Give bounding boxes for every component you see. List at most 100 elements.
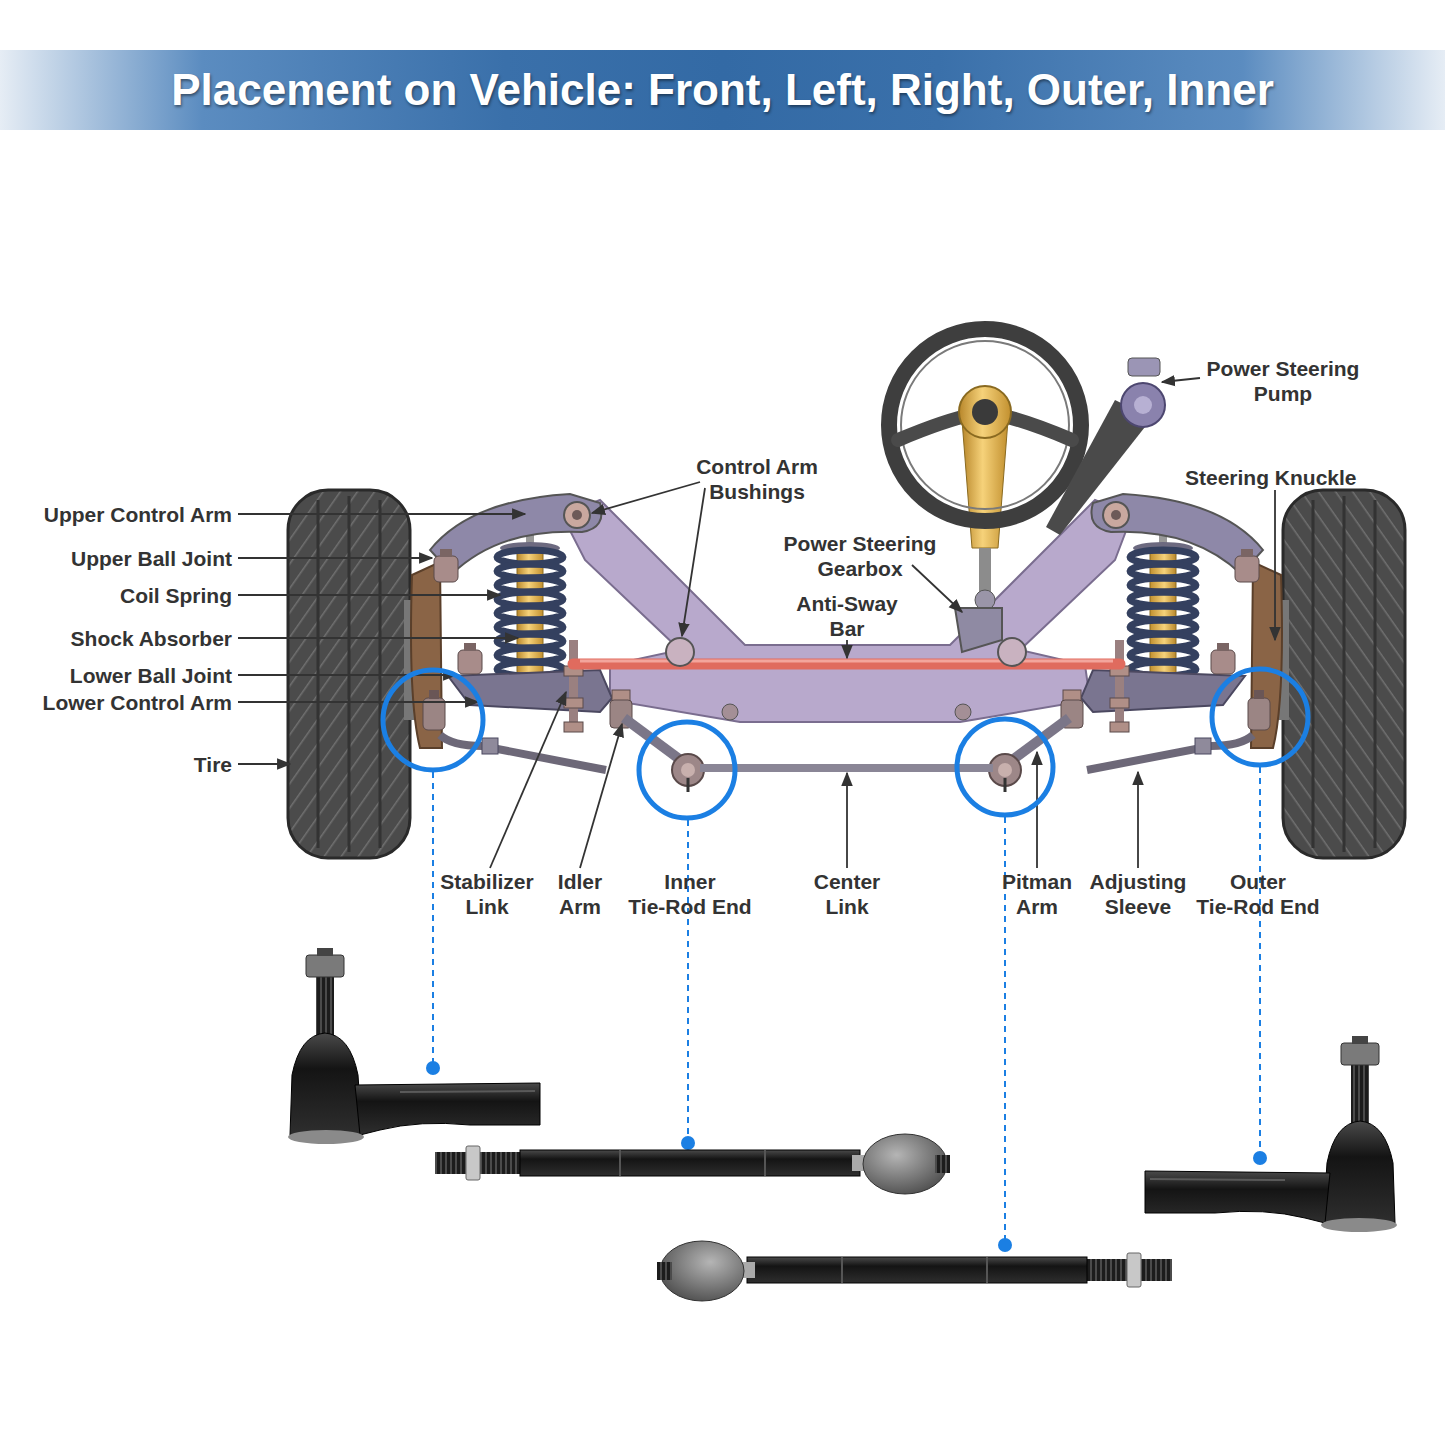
title-band: Placement on Vehicle: Front, Left, Right… [0, 50, 1445, 130]
steering-wheel [889, 329, 1081, 521]
part-label: Adjusting Sleeve [1090, 869, 1187, 919]
part-label: Outer Tie-Rod End [1196, 869, 1319, 919]
power-steering-gearbox [955, 608, 1002, 652]
leader-line [1274, 490, 1276, 640]
outer-tie-rod-end-part [288, 1130, 364, 1144]
leader-line [580, 724, 622, 868]
part-label: Power Steering Pump [1207, 356, 1360, 406]
suspension-side [288, 490, 704, 858]
leader-line [238, 763, 290, 765]
outer-tie-rod-end-part [400, 1091, 535, 1092]
pointer-dot [426, 1061, 440, 1075]
outer-tie-rod-end-part [317, 948, 333, 956]
inner-tie-rod-part [764, 1150, 766, 1176]
part-label: Tire [194, 752, 232, 777]
inner-tie-rod-joint [687, 778, 690, 792]
stabilizer-link [564, 698, 583, 708]
outer-tie-rod-end-part [1145, 1036, 1397, 1232]
tire [288, 490, 410, 858]
anti-sway-bar [573, 661, 1120, 664]
inner-tie-rod-joint [672, 754, 704, 792]
highlight-circle [1212, 669, 1308, 765]
leader-line [490, 692, 566, 868]
upper-ball-joint [440, 549, 452, 557]
upper-ball-joint [434, 556, 458, 582]
leader-line [1137, 772, 1139, 868]
part-label: Coil Spring [120, 583, 232, 608]
outer-tie-rod-end-joint [429, 690, 439, 699]
part-label: Shock Absorber [71, 626, 232, 651]
title-text: Placement on Vehicle: Front, Left, Right… [171, 65, 1274, 115]
adjusting-sleeve [482, 738, 498, 754]
pointer-dot [1253, 1151, 1267, 1165]
anti-sway-bar [573, 659, 1120, 670]
power-steering-pump [1134, 396, 1152, 414]
dashed-pointer [433, 767, 1260, 1245]
dashed-pointer [1259, 767, 1261, 1158]
control-arm-bushing [564, 502, 590, 528]
leader-line [238, 378, 1275, 868]
part-label: Pitman Arm [1002, 869, 1072, 919]
part-label: Lower Control Arm [43, 690, 232, 715]
suspension-side [989, 490, 1405, 858]
inner-tie-rod-part [863, 1134, 947, 1194]
frame-crossmember [562, 500, 1132, 722]
steering-wheel [959, 386, 1011, 438]
part-label: Idler Arm [558, 869, 602, 919]
leader-line [912, 565, 962, 612]
part-label: Control Arm Bushings [696, 454, 818, 504]
highlight-circle [957, 719, 1053, 815]
part-label: Lower Ball Joint [70, 663, 232, 688]
leader-line [238, 637, 518, 639]
frame-bushing [955, 704, 971, 720]
part-label: Upper Ball Joint [71, 546, 232, 571]
highlight-circle [383, 669, 1308, 818]
dashed-pointer [432, 772, 434, 1068]
part-label: Upper Control Arm [44, 502, 232, 527]
inner-tie-rod-part [619, 1150, 621, 1176]
part-label: Inner Tie-Rod End [628, 869, 751, 919]
lower-ball-joint [464, 643, 476, 651]
inner-tie-rod-part [435, 1134, 950, 1194]
control-arm-bushing [564, 502, 590, 528]
leader-line [846, 773, 848, 868]
frame-bushing [998, 638, 1026, 666]
dashed-pointer [687, 820, 689, 1143]
leader-line [1162, 378, 1200, 382]
stabilizer-link [564, 640, 583, 732]
tire [288, 490, 410, 858]
lower-ball-joint [458, 650, 482, 674]
frame-bushing [722, 704, 738, 720]
tie-rod [440, 735, 606, 770]
pointer-dot [681, 1136, 695, 1150]
part-label: Power Steering Gearbox [784, 531, 937, 581]
outer-tie-rod-end-part [306, 955, 344, 977]
upper-ball-joint [434, 549, 458, 582]
stabilizer-link [564, 722, 583, 732]
leader-line [682, 488, 705, 636]
part-label: Anti-Sway Bar [796, 591, 898, 641]
center-link [700, 764, 993, 772]
part-label: Stabilizer Link [440, 869, 533, 919]
inner-tie-rod-part [657, 1241, 1172, 1301]
leader-line [846, 640, 848, 658]
anti-sway-bar [580, 660, 1113, 663]
steering-wheel [972, 399, 998, 425]
leader-line [238, 513, 525, 515]
power-steering-pump [1046, 358, 1165, 535]
tire [317, 500, 320, 848]
tire [348, 496, 351, 852]
leader-line [238, 701, 478, 703]
outer-tie-rod-end-part [355, 1083, 540, 1135]
inner-tie-rod-part [466, 1146, 480, 1180]
pointer-dot [998, 1238, 1012, 1252]
leader-line [238, 674, 456, 676]
inner-tie-rod-joint [681, 763, 695, 777]
outer-tie-rod-end-joint [423, 690, 445, 730]
leader-line [592, 482, 700, 513]
part-label: Steering Knuckle [1185, 465, 1357, 490]
power-steering-pump [1121, 383, 1165, 427]
inner-tie-rod-part [935, 1155, 950, 1173]
